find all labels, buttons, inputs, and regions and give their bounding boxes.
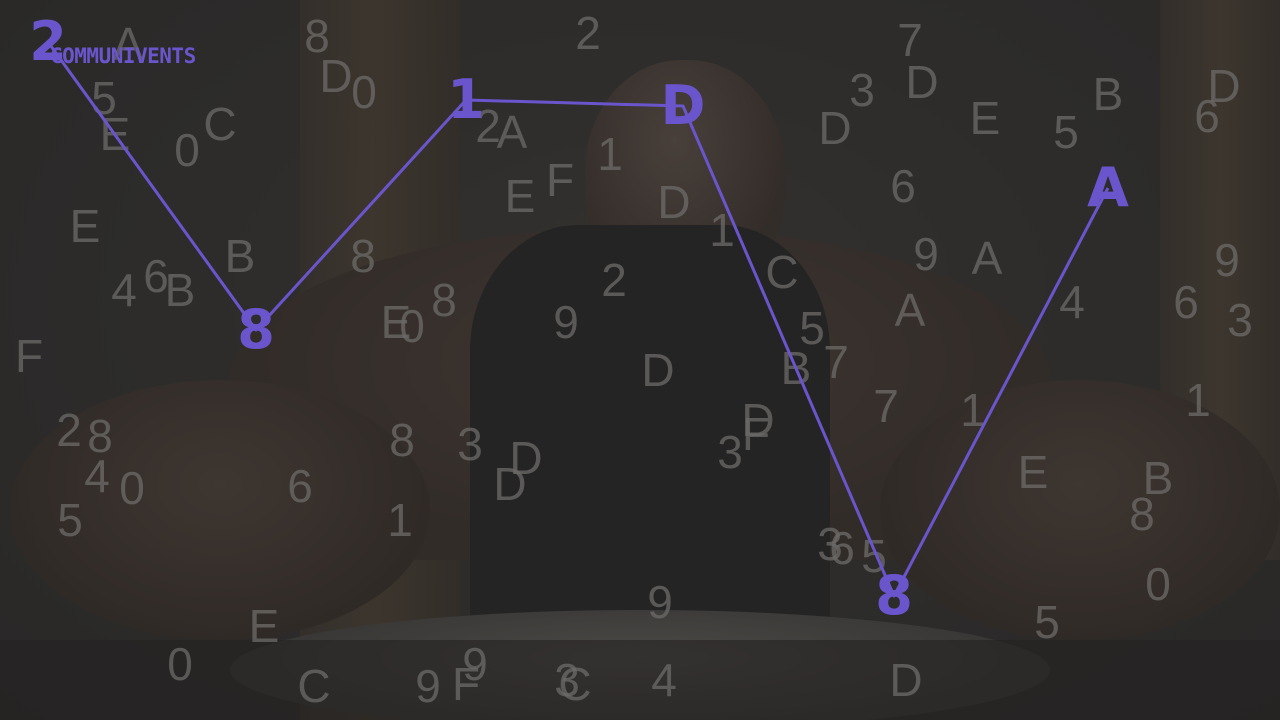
- distractor-char: 5: [57, 494, 83, 546]
- distractor-char: 1: [597, 128, 623, 180]
- distractor-char: E: [248, 600, 280, 652]
- distractor-char: 3: [554, 654, 580, 706]
- distractor-char: 0: [174, 124, 200, 176]
- distractor-char: B: [164, 264, 196, 316]
- distractor-char: 6: [287, 460, 313, 512]
- distractor-char: D: [493, 458, 527, 510]
- distractor-char: 9: [462, 638, 488, 690]
- code-node: 1: [447, 68, 485, 131]
- distractor-char: 9: [647, 576, 673, 628]
- code-node: 8: [237, 298, 275, 361]
- distractor-char: 6: [1173, 276, 1199, 328]
- distractor-char: D: [905, 56, 939, 108]
- distractor-char: F: [451, 658, 481, 710]
- distractor-char: 6: [829, 522, 855, 574]
- distractor-char: 6: [143, 250, 169, 302]
- distractor-char: C: [297, 660, 331, 712]
- distractor-char: 1: [1185, 374, 1211, 426]
- distractor-char: B: [224, 230, 256, 282]
- distractor-char: 3: [849, 64, 875, 116]
- distractor-char: 2: [601, 254, 627, 306]
- distractor-char: A: [894, 284, 926, 336]
- distractor-char: 7: [823, 336, 849, 388]
- distractor-char: 2: [56, 404, 82, 456]
- distractor-char: 9: [1214, 234, 1240, 286]
- distractor-char: E: [1017, 446, 1049, 498]
- distractor-char: 3: [817, 518, 843, 570]
- distractor-char: A: [971, 232, 1003, 284]
- distractor-char: B: [1092, 68, 1124, 120]
- distractor-char: 3: [1227, 294, 1253, 346]
- distractor-char: F: [14, 330, 44, 382]
- distractor-char: A: [112, 18, 144, 70]
- distractor-char: A: [496, 106, 528, 158]
- code-node: 2: [29, 10, 67, 73]
- distractor-char: 2: [475, 100, 501, 152]
- distractor-char: 8: [304, 10, 330, 62]
- distractor-char: C: [765, 246, 799, 298]
- code-node: A: [1087, 156, 1129, 219]
- distractor-char: D: [889, 654, 923, 706]
- distractor-char: C: [203, 98, 237, 150]
- distractor-char: 6: [890, 160, 916, 212]
- distractor-char: 1: [387, 494, 413, 546]
- distractor-char: 4: [84, 450, 110, 502]
- distractor-char: 4: [651, 654, 677, 706]
- distractor-char: 9: [415, 660, 441, 712]
- distractor-char: 3: [457, 418, 483, 470]
- distractor-char: B: [1142, 452, 1174, 504]
- distractor-char: D: [657, 176, 691, 228]
- distractor-char: 4: [111, 264, 137, 316]
- distractor-char: 9: [553, 296, 579, 348]
- distractor-char: 2: [575, 7, 601, 59]
- distractor-char: 8: [1129, 488, 1155, 540]
- distractor-char: 0: [1145, 558, 1171, 610]
- distractor-char: 3: [717, 426, 743, 478]
- distractor-char: C: [558, 658, 592, 710]
- distractor-char: D: [818, 102, 852, 154]
- trace-line: [46, 41, 1110, 598]
- distractor-char: E: [69, 200, 101, 252]
- distractor-char: D: [641, 344, 675, 396]
- distractor-char: 6: [1194, 90, 1220, 142]
- distractor-char: 9: [913, 228, 939, 280]
- distractor-char: 0: [351, 66, 377, 118]
- distractor-char: D: [1207, 60, 1241, 112]
- distractor-char: D: [741, 394, 775, 446]
- distractor-char: E: [380, 296, 412, 348]
- distractor-char: 0: [119, 462, 145, 514]
- distractor-char: E: [504, 170, 536, 222]
- distractor-char: 5: [91, 72, 117, 124]
- distractor-char: 8: [87, 410, 113, 462]
- brand-logo: COMMUNIVENTS: [50, 44, 196, 68]
- distractor-char: 5: [1053, 106, 1079, 158]
- distractor-char: 8: [389, 414, 415, 466]
- distractor-char: 8: [431, 274, 457, 326]
- distractor-char: D: [509, 432, 543, 484]
- distractor-char: 0: [399, 300, 425, 352]
- code-node: D: [661, 74, 706, 137]
- distractor-char: 1: [960, 384, 986, 436]
- distractor-char: 0: [167, 638, 193, 690]
- distractor-char: 5: [1034, 596, 1060, 648]
- distractor-char: 7: [897, 14, 923, 66]
- distractor-char: 5: [799, 302, 825, 354]
- code-node: 8: [875, 564, 913, 627]
- distractor-char: E: [969, 92, 1001, 144]
- distractor-char: F: [741, 408, 771, 460]
- distractor-char: 8: [350, 230, 376, 282]
- distractor-char: F: [545, 154, 575, 206]
- distractor-char: 7: [873, 380, 899, 432]
- distractor-char: D: [319, 50, 353, 102]
- distractor-char: 4: [1059, 276, 1085, 328]
